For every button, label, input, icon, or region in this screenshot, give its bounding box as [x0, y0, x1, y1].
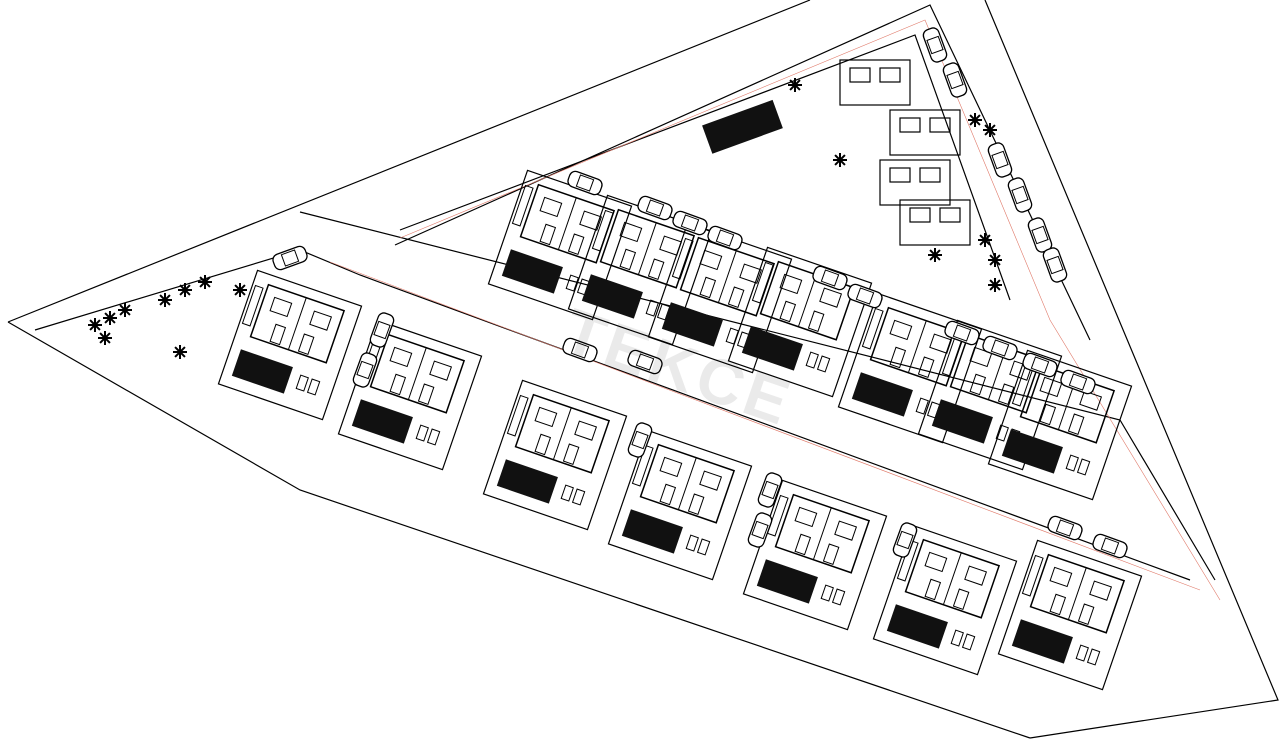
car — [747, 512, 773, 548]
car — [272, 245, 308, 271]
site-boundary — [7, 0, 1279, 739]
tree-icon — [178, 283, 192, 297]
car — [847, 283, 883, 309]
car — [892, 522, 918, 558]
tree-icon — [988, 278, 1002, 292]
tree-icon — [983, 123, 997, 137]
house-plot — [217, 269, 363, 421]
road-edge-top — [399, 34, 1011, 301]
outer-boundary — [7, 0, 811, 323]
car — [757, 472, 783, 508]
car — [369, 312, 395, 348]
pool — [886, 604, 948, 649]
tree-icon — [968, 113, 982, 127]
car — [982, 335, 1018, 361]
car — [1060, 369, 1096, 395]
pool — [661, 302, 723, 347]
pool — [1011, 619, 1073, 664]
pool — [1001, 429, 1063, 474]
house-plot — [482, 379, 628, 531]
pool — [496, 459, 558, 504]
car — [987, 142, 1013, 178]
house-plot — [727, 246, 873, 398]
tree-icon — [173, 345, 187, 359]
car — [672, 210, 708, 236]
inner-road-edge — [34, 249, 1191, 581]
tree-icon — [198, 275, 212, 289]
apartment-block — [839, 59, 971, 246]
house-plot — [742, 479, 888, 631]
car — [1022, 352, 1058, 378]
car — [1047, 515, 1083, 541]
house-plot — [872, 524, 1018, 676]
outer-boundary-bottom — [7, 321, 1031, 739]
tree-icon — [978, 233, 992, 247]
house-plot — [607, 429, 753, 581]
tree-icon — [928, 248, 942, 262]
house-plot — [837, 292, 983, 444]
house-plot — [647, 222, 793, 374]
car — [812, 265, 848, 291]
pool — [621, 509, 683, 554]
car — [562, 337, 598, 363]
car — [637, 195, 673, 221]
tree-icon — [233, 283, 247, 297]
car — [567, 170, 603, 196]
tree-icon — [88, 318, 102, 332]
car — [1027, 217, 1053, 253]
pool — [501, 249, 563, 294]
tree-icon — [158, 293, 172, 307]
car — [1007, 177, 1033, 213]
house-plot — [987, 349, 1133, 501]
car — [627, 422, 653, 458]
road-centerline — [329, 19, 1221, 601]
tree-icon — [833, 153, 847, 167]
house-plot — [337, 319, 483, 471]
car — [707, 225, 743, 251]
car — [944, 320, 980, 346]
house-plot — [997, 539, 1143, 691]
tree-icon — [788, 78, 802, 92]
pool — [851, 372, 913, 417]
house-plot — [917, 319, 1063, 471]
car — [922, 27, 948, 63]
pool — [351, 399, 413, 444]
car — [1042, 247, 1068, 283]
car — [352, 352, 378, 388]
pool — [231, 349, 293, 394]
tree-icon — [98, 331, 112, 345]
pool — [702, 99, 783, 154]
tree-icon — [103, 311, 117, 325]
pool — [931, 399, 993, 444]
house-plot — [567, 194, 713, 346]
outer-boundary-right — [984, 0, 1279, 739]
tree-icon — [118, 303, 132, 317]
car — [942, 62, 968, 98]
tree-icon — [988, 253, 1002, 267]
car — [627, 349, 663, 375]
pool — [581, 274, 643, 319]
car — [1092, 533, 1128, 559]
pool — [741, 326, 803, 371]
pool — [756, 559, 818, 604]
